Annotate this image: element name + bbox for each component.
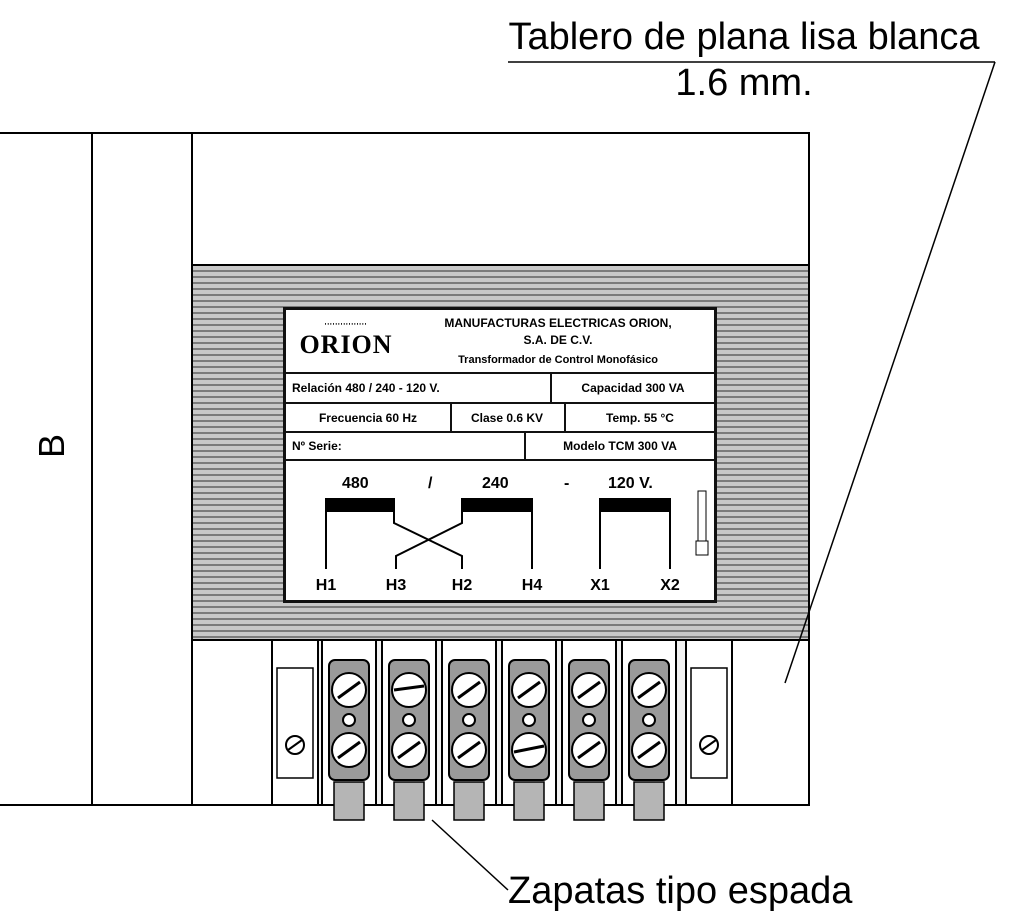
nameplate: '''''''''''''''' ORION MANUFACTURAS ELEC… xyxy=(283,307,717,603)
board-callout-line2: 1.6 mm. xyxy=(675,62,813,104)
terminal-2 xyxy=(381,639,437,821)
voltage-separator-slash: / xyxy=(428,475,433,492)
capacity-field: Capacidad 300 VA xyxy=(581,381,685,395)
logo-text: ORION xyxy=(299,329,393,359)
terminal-3 xyxy=(441,639,497,821)
class-field: Clase 0.6 KV xyxy=(470,410,544,425)
terminal-label-h3: H3 xyxy=(385,577,407,594)
board-callout-line1: Tablero de plana lisa blanca xyxy=(508,16,980,58)
voltage-480: 480 xyxy=(342,475,369,492)
terminal-end-right xyxy=(685,639,733,806)
manufacturer-line1: MANUFACTURAS ELECTRICAS ORION, xyxy=(444,316,672,330)
model-field: Modelo TCM 300 VA xyxy=(563,439,677,453)
terminal-5 xyxy=(561,639,617,821)
wiring-diagram: 480 / 240 - 120 V. xyxy=(286,461,714,600)
nameplate-row-serial: Nº Serie: Modelo TCM 300 VA xyxy=(286,433,714,461)
terminal-label-h2: H2 xyxy=(451,577,473,594)
nameplate-row-frequency: Frecuencia 60 Hz Clase 0.6 KV Temp. 55 °… xyxy=(286,404,714,433)
leader-lines xyxy=(431,61,996,891)
manufacturer-line2: S.A. DE C.V. xyxy=(523,333,593,347)
logo: '''''''''''''''' ORION xyxy=(299,322,393,359)
terminal-label-x2: X2 xyxy=(660,577,680,594)
terminal-4 xyxy=(501,639,557,821)
board-callout-label: Tablero de plana lisa blanca 1.6 mm. xyxy=(470,14,1018,106)
relation-field: Relación 480 / 240 - 120 V. xyxy=(292,381,440,395)
terminals-callout-label: Zapatas tipo espada xyxy=(508,870,853,912)
terminal-label-x1: X1 xyxy=(590,577,610,594)
frequency-field: Frecuencia 60 Hz xyxy=(318,410,418,425)
terminal-label-h4: H4 xyxy=(521,577,543,594)
serial-field: Nº Serie: xyxy=(292,439,342,453)
terminal-block xyxy=(271,639,733,821)
terminal-1 xyxy=(321,639,377,821)
voltage-240: 240 xyxy=(482,475,509,492)
voltage-separator-dash: - xyxy=(564,475,570,492)
temperature-field: Temp. 55 °C xyxy=(606,410,674,425)
terminal-label-h1: H1 xyxy=(315,577,337,594)
coil-schematic xyxy=(325,490,709,569)
terminal-end-left xyxy=(271,639,319,806)
nameplate-row-relation: Relación 480 / 240 - 120 V. Capacidad 30… xyxy=(286,374,714,404)
product-name: Transformador de Control Monofásico xyxy=(458,354,658,366)
nameplate-header: '''''''''''''''' ORION MANUFACTURAS ELEC… xyxy=(286,310,714,374)
terminal-6 xyxy=(621,639,677,821)
voltage-120: 120 V. xyxy=(608,475,653,492)
